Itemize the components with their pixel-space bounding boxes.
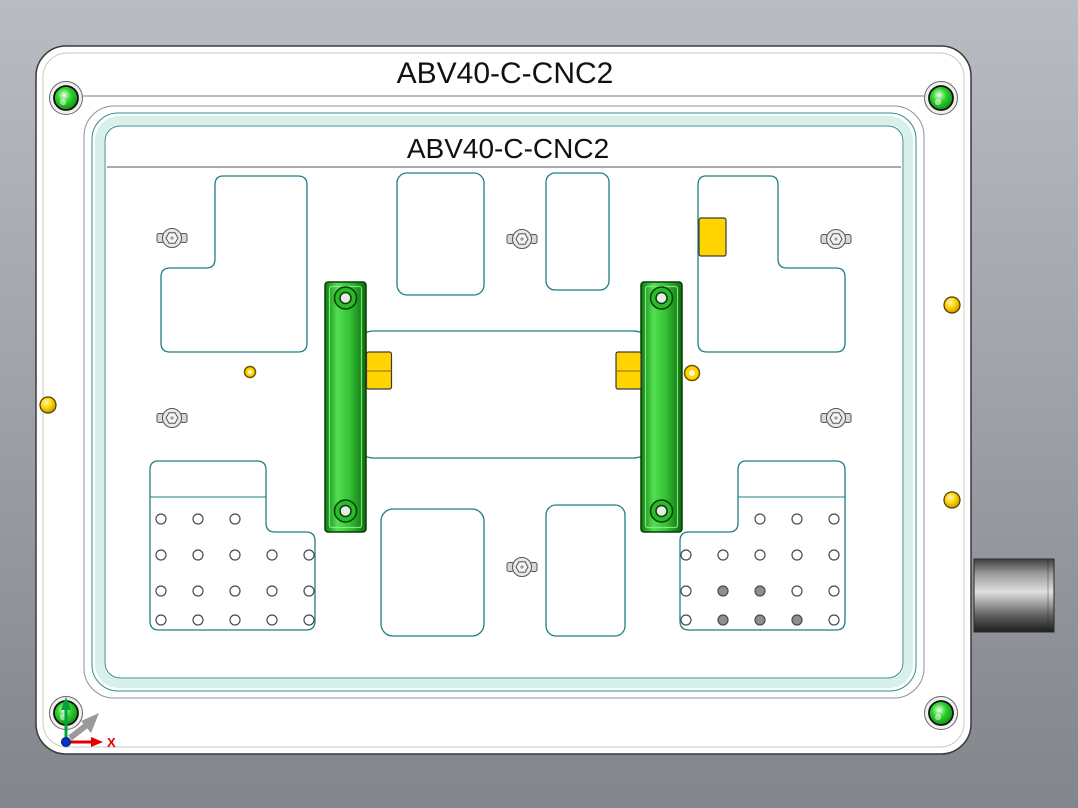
perforation-hole	[680, 549, 692, 561]
perforation-hole	[791, 585, 803, 597]
perforation-hole	[303, 549, 315, 561]
perforation-hole	[266, 614, 278, 626]
perforation-hole	[229, 549, 241, 561]
clamp-bar-right	[640, 281, 683, 533]
corner-bolt-icon	[48, 80, 84, 116]
perforation-hole-filled	[754, 585, 766, 597]
perforation-hole	[229, 614, 241, 626]
perforation-hole	[680, 585, 692, 597]
perforation-hole	[229, 585, 241, 597]
perforation-hole	[828, 513, 840, 525]
perforation-hole	[155, 513, 167, 525]
pocket-top-mid-right	[545, 172, 610, 291]
clamp-bolt-hole	[339, 291, 352, 305]
side-pin-yellow	[943, 491, 961, 509]
perforation-hole-filled	[754, 614, 766, 626]
locator-block-top-right	[698, 217, 727, 257]
pocket-top-left	[160, 175, 308, 353]
x-axis-label: X	[107, 735, 116, 750]
clamp-bolt-hole	[655, 291, 668, 305]
inner-plate-title: ABV40-C-CNC2	[407, 133, 609, 164]
corner-bolt-icon	[923, 80, 959, 116]
pocket-top-mid-left	[396, 172, 485, 296]
perforation-hole	[155, 549, 167, 561]
side-pin-yellow	[943, 296, 961, 314]
perforation-hole	[266, 585, 278, 597]
side-cylinder	[973, 558, 1055, 633]
corner-bolt-icon	[923, 695, 959, 731]
pocket-top-right	[697, 175, 846, 353]
center-slot	[351, 330, 656, 459]
clamp-bar-left	[324, 281, 367, 533]
z-axis-arrowhead	[81, 713, 99, 733]
locator-pin-small-center	[248, 370, 252, 374]
y-axis-arrowhead	[61, 697, 71, 710]
perforation-hole	[754, 513, 766, 525]
perforation-hole	[754, 549, 766, 561]
perforation-hole	[791, 513, 803, 525]
perforation-hole	[155, 614, 167, 626]
clamp-bolt-hole	[655, 504, 668, 518]
pocket-edge	[83, 105, 925, 699]
perforation-hole	[717, 549, 729, 561]
perforation-hole	[303, 585, 315, 597]
seal-band	[95, 116, 913, 688]
perforation-grid-left	[155, 513, 315, 626]
outer-plate-title: ABV40-C-CNC2	[397, 57, 614, 90]
perforation-hole	[192, 585, 204, 597]
pocket-bottom-mid-left	[380, 508, 485, 637]
perforation-hole	[791, 549, 803, 561]
perforation-hole	[828, 585, 840, 597]
side-pin-yellow	[39, 396, 57, 414]
perforation-hole	[192, 513, 204, 525]
clamp-bolt-hole	[339, 504, 352, 518]
perforation-hole	[828, 614, 840, 626]
origin-dot	[61, 737, 71, 747]
orientation-triad: X	[61, 697, 116, 750]
x-axis-arrowhead	[91, 737, 103, 747]
perforation-grid-right	[680, 513, 840, 626]
perforation-hole	[229, 513, 241, 525]
side-pins	[39, 296, 961, 509]
perforation-hole	[303, 614, 315, 626]
pocket-bottom-mid-right	[545, 504, 626, 637]
perforation-hole-filled	[717, 614, 729, 626]
perforation-hole	[155, 585, 167, 597]
yellow-locators	[243, 217, 727, 390]
perforation-hole-filled	[791, 614, 803, 626]
z-axis-arrow	[68, 721, 90, 741]
perforation-hole-filled	[717, 585, 729, 597]
perforation-hole	[266, 549, 278, 561]
perforation-hole	[680, 614, 692, 626]
perforation-hole	[192, 549, 204, 561]
perforation-hole	[192, 614, 204, 626]
locator-pin-large-center	[689, 370, 695, 376]
perforation-hole	[828, 549, 840, 561]
